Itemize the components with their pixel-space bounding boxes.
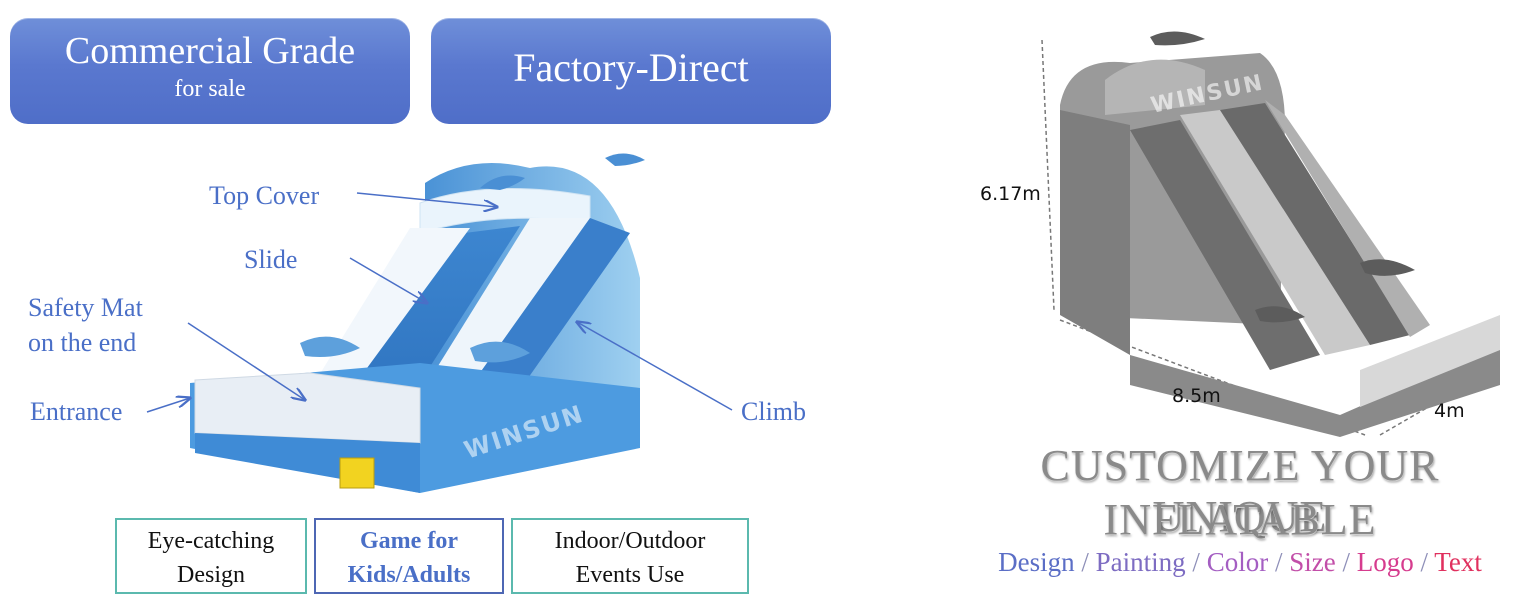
arrow-safety-mat: [187, 322, 305, 400]
arrow-slide: [349, 257, 427, 303]
label-safety-mat-1: Safety Mat: [28, 293, 143, 322]
slide-rail-outer: [1265, 100, 1430, 337]
option-size: Size: [1289, 547, 1336, 577]
commercial-grade-subtitle: for sale: [174, 76, 246, 102]
label-safety-mat-2: on the end: [28, 328, 137, 357]
feature-3-line2: Events Use: [575, 562, 685, 588]
commercial-grade-title: Commercial Grade: [64, 30, 356, 72]
arrow-climb: [577, 322, 733, 411]
feature-indoor-outdoor: Indoor/Outdoor Events Use: [511, 518, 749, 594]
dolphin-rail-left: [300, 336, 360, 357]
dolphin-top-left: [605, 153, 645, 166]
slide-lane-2: [1220, 103, 1410, 345]
headline-line2: INFLATABLE: [1103, 495, 1377, 544]
label-slide: Slide: [244, 245, 298, 274]
base-step: [1130, 345, 1500, 437]
feature-1-line1: Eye-catching: [147, 528, 275, 554]
separator: /: [1420, 547, 1428, 577]
feature-3-line1: Indoor/Outdoor: [554, 528, 706, 554]
slide-rail-mid: [1180, 110, 1370, 355]
option-design: Design: [998, 547, 1075, 577]
arrow-entrance: [146, 398, 190, 413]
label-top-cover: Top Cover: [209, 181, 320, 210]
dolphin-top-gray: [1150, 31, 1205, 46]
feature-2-line2: Kids/Adults: [347, 562, 471, 588]
slide-rail-left: [305, 228, 470, 398]
dim-line-length: [1059, 319, 1366, 436]
separator: /: [1192, 547, 1200, 577]
dim-length: 8.5m: [1172, 385, 1221, 407]
gray-slide-model: [1041, 31, 1500, 437]
slide-rail-right: [415, 218, 590, 408]
separator: /: [1274, 547, 1283, 577]
label-entrance: Entrance: [30, 397, 123, 426]
feature-1-line2: Design: [177, 562, 245, 588]
headline-line1: CUSTOMIZE YOUR UNIQUE: [1040, 441, 1440, 541]
option-logo: Logo: [1356, 547, 1414, 577]
customization-options: Design / Painting / Color / Size / Logo …: [950, 547, 1530, 578]
dim-line-height: [1041, 39, 1055, 311]
option-painting: Painting: [1095, 547, 1186, 577]
commercial-grade-banner: Commercial Grade for sale: [10, 18, 410, 124]
slide-lane-right: [455, 218, 630, 418]
feature-game: Game for Kids/Adults: [314, 518, 504, 594]
factory-direct-title: Factory-Direct: [513, 45, 749, 90]
option-color: Color: [1206, 547, 1269, 577]
arch-top: [1105, 59, 1205, 115]
dolphin-rail-right: [470, 341, 530, 363]
feature-eye-catching: Eye-catching Design: [115, 518, 307, 594]
dim-height: 6.17m: [980, 183, 1041, 205]
safety-mat: [194, 372, 421, 444]
factory-direct-banner: Factory-Direct: [431, 18, 831, 124]
dolphin-mid-gray: [1255, 306, 1305, 323]
dolphin-right-gray: [1360, 259, 1415, 276]
option-text: Text: [1434, 547, 1482, 577]
base-front: [1360, 315, 1500, 407]
callout-arrows: [146, 192, 733, 413]
feature-2-line1: Game for: [360, 528, 458, 554]
label-climb: Climb: [741, 397, 807, 426]
dim-width: 4m: [1434, 400, 1465, 422]
separator: /: [1081, 547, 1089, 577]
tower-front: [1060, 110, 1130, 355]
dolphin-top: [480, 175, 525, 190]
separator: /: [1342, 547, 1350, 577]
arrow-top-cover: [356, 192, 497, 207]
warning-label: [339, 457, 375, 489]
